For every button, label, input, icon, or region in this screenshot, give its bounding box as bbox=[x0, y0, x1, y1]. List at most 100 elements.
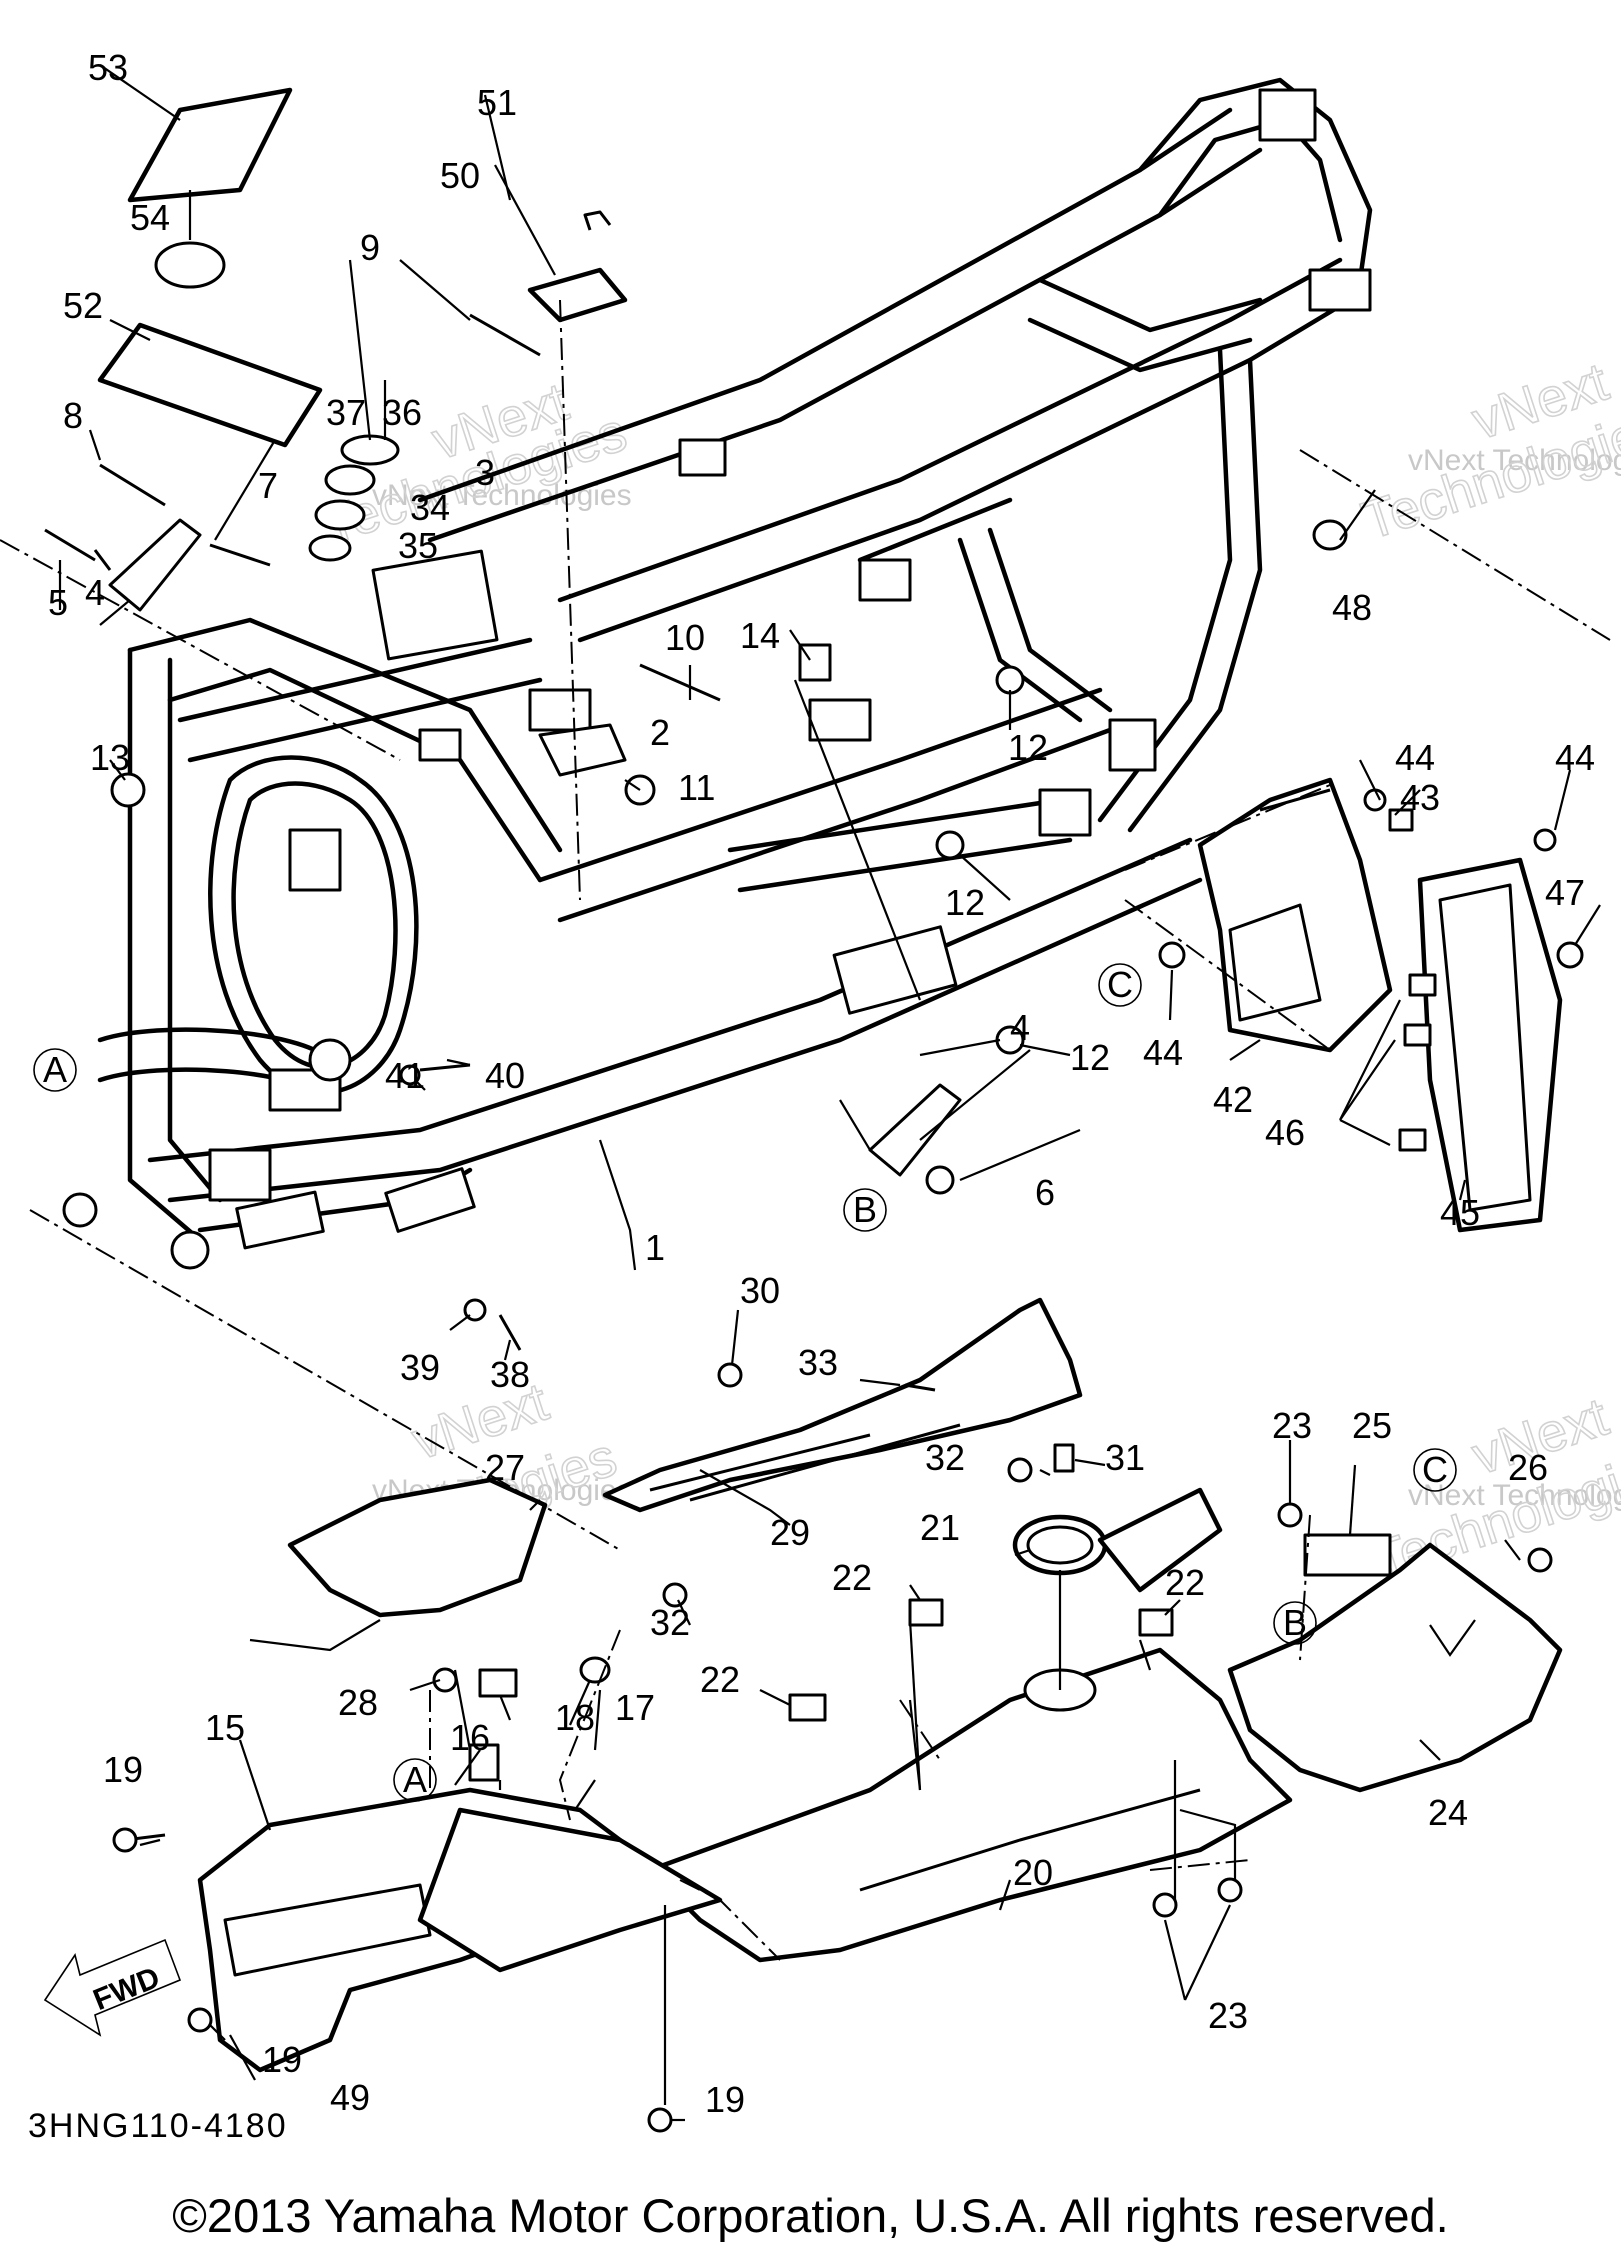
callout-14: 14 bbox=[740, 615, 780, 656]
part-20-skid-plate bbox=[647, 1647, 1293, 1963]
callout-28: 28 bbox=[338, 1682, 378, 1723]
callout-16: 16 bbox=[450, 1717, 490, 1758]
callout-11: 11 bbox=[678, 767, 715, 808]
reference-marks: A B C A B C bbox=[33, 963, 1457, 1802]
callout-48: 48 bbox=[1332, 587, 1372, 628]
callout-26: 26 bbox=[1508, 1447, 1548, 1488]
part-48-plug bbox=[1312, 519, 1348, 551]
part-51-clip bbox=[583, 210, 612, 231]
callout-13: 13 bbox=[90, 737, 130, 778]
part-5-bolt bbox=[44, 528, 112, 571]
part-52-pad bbox=[97, 322, 323, 448]
part-callouts: 1 2 3 4 4 5 6 7 8 9 10 11 12 12 12 13 14… bbox=[48, 47, 1595, 2120]
callout-31: 31 bbox=[1105, 1437, 1145, 1478]
callout-47: 47 bbox=[1545, 872, 1585, 913]
callout-4: 4 bbox=[1010, 1007, 1030, 1048]
forward-arrow: FWD bbox=[43, 1938, 182, 2037]
part-16-collar bbox=[468, 1743, 500, 1782]
watermark-text: vNext Technologies bbox=[1408, 1479, 1621, 1512]
callout-19: 19 bbox=[262, 2039, 302, 2080]
ref-mark-c: C bbox=[1107, 964, 1133, 1005]
callout-18: 18 bbox=[555, 1697, 595, 1738]
callout-12: 12 bbox=[1070, 1037, 1110, 1078]
callout-44: 44 bbox=[1395, 737, 1435, 778]
ref-mark-b: B bbox=[1283, 1602, 1307, 1643]
part-8-bolt bbox=[99, 463, 166, 507]
part-2-plate bbox=[538, 723, 627, 777]
callout-34: 34 bbox=[410, 487, 450, 528]
main-frame bbox=[62, 77, 1373, 1270]
callout-20: 20 bbox=[1013, 1852, 1053, 1893]
part-14-collar bbox=[798, 643, 832, 682]
ref-mark-a: A bbox=[403, 1759, 427, 1800]
callout-4: 4 bbox=[85, 572, 105, 613]
callout-44: 44 bbox=[1143, 1032, 1183, 1073]
callout-29: 29 bbox=[770, 1512, 810, 1553]
callout-37: 37 bbox=[326, 392, 366, 433]
ref-mark-c: C bbox=[1422, 1449, 1448, 1490]
part-25-pad bbox=[1303, 1533, 1392, 1577]
callout-32: 32 bbox=[650, 1602, 690, 1643]
callout-2: 2 bbox=[650, 712, 670, 753]
callout-22: 22 bbox=[1165, 1562, 1205, 1603]
callout-50: 50 bbox=[440, 155, 480, 196]
top-hardware bbox=[44, 87, 1348, 1351]
assembly-lines bbox=[0, 299, 1611, 1961]
callout-21: 21 bbox=[920, 1507, 960, 1548]
part-24-guard bbox=[1227, 1542, 1563, 1793]
callout-5: 5 bbox=[48, 582, 68, 623]
callout-41: 41 bbox=[385, 1055, 425, 1096]
battery-box bbox=[1158, 777, 1584, 1233]
callout-7: 7 bbox=[258, 465, 278, 506]
callout-54: 54 bbox=[130, 197, 170, 238]
part-4-bracket bbox=[868, 1083, 962, 1177]
callout-38: 38 bbox=[490, 1354, 530, 1395]
callout-8: 8 bbox=[63, 395, 83, 436]
callout-30: 30 bbox=[740, 1270, 780, 1311]
part-7-bolt bbox=[209, 543, 271, 567]
callout-53: 53 bbox=[88, 47, 128, 88]
callout-51: 51 bbox=[477, 82, 517, 123]
callout-12: 12 bbox=[1008, 727, 1048, 768]
copyright-notice: ©2013 Yamaha Motor Corporation, U.S.A. A… bbox=[172, 2189, 1449, 2242]
callout-15: 15 bbox=[205, 1707, 245, 1748]
part-27-bracket bbox=[287, 1477, 548, 1618]
callout-42: 42 bbox=[1213, 1079, 1253, 1120]
ref-mark-b: B bbox=[853, 1189, 877, 1230]
callout-49: 49 bbox=[330, 2077, 370, 2118]
callout-12: 12 bbox=[945, 882, 985, 923]
callout-1: 1 bbox=[645, 1227, 665, 1268]
part-49-plate bbox=[223, 1883, 432, 1977]
callout-9: 9 bbox=[360, 227, 380, 268]
callout-22: 22 bbox=[700, 1659, 740, 1700]
callout-10: 10 bbox=[665, 617, 705, 658]
fwd-label: FWD bbox=[89, 1961, 165, 2017]
callout-3: 3 bbox=[475, 452, 495, 493]
callout-46: 46 bbox=[1265, 1112, 1305, 1153]
callout-32: 32 bbox=[925, 1437, 965, 1478]
callout-19: 19 bbox=[705, 2079, 745, 2120]
callout-52: 52 bbox=[63, 285, 103, 326]
callout-45: 45 bbox=[1440, 1192, 1480, 1233]
callout-36: 36 bbox=[382, 392, 422, 433]
drawing-code: 3HNG110-4180 bbox=[28, 2107, 288, 2145]
callout-6: 6 bbox=[1035, 1172, 1055, 1213]
callout-44: 44 bbox=[1555, 737, 1595, 778]
callout-24: 24 bbox=[1428, 1792, 1468, 1833]
callout-17: 17 bbox=[615, 1687, 655, 1728]
part-10-bolt bbox=[639, 663, 721, 702]
callout-23: 23 bbox=[1208, 1995, 1248, 2036]
part-4-bracket bbox=[108, 518, 202, 612]
part-54-ring bbox=[154, 241, 226, 289]
callout-33: 33 bbox=[798, 1342, 838, 1383]
callout-23: 23 bbox=[1272, 1405, 1312, 1446]
lower-guards bbox=[112, 1297, 1563, 2133]
part-53-cover bbox=[127, 87, 293, 203]
callout-40: 40 bbox=[485, 1055, 525, 1096]
callout-39: 39 bbox=[400, 1347, 440, 1388]
exploded-parts-diagram: vNext Technologies vNext Technologies vN… bbox=[0, 47, 1621, 2145]
watermark-text: vNext Technologies bbox=[1408, 444, 1621, 477]
part-50-bracket bbox=[527, 267, 628, 323]
callout-35: 35 bbox=[398, 525, 438, 566]
callout-25: 25 bbox=[1352, 1405, 1392, 1446]
